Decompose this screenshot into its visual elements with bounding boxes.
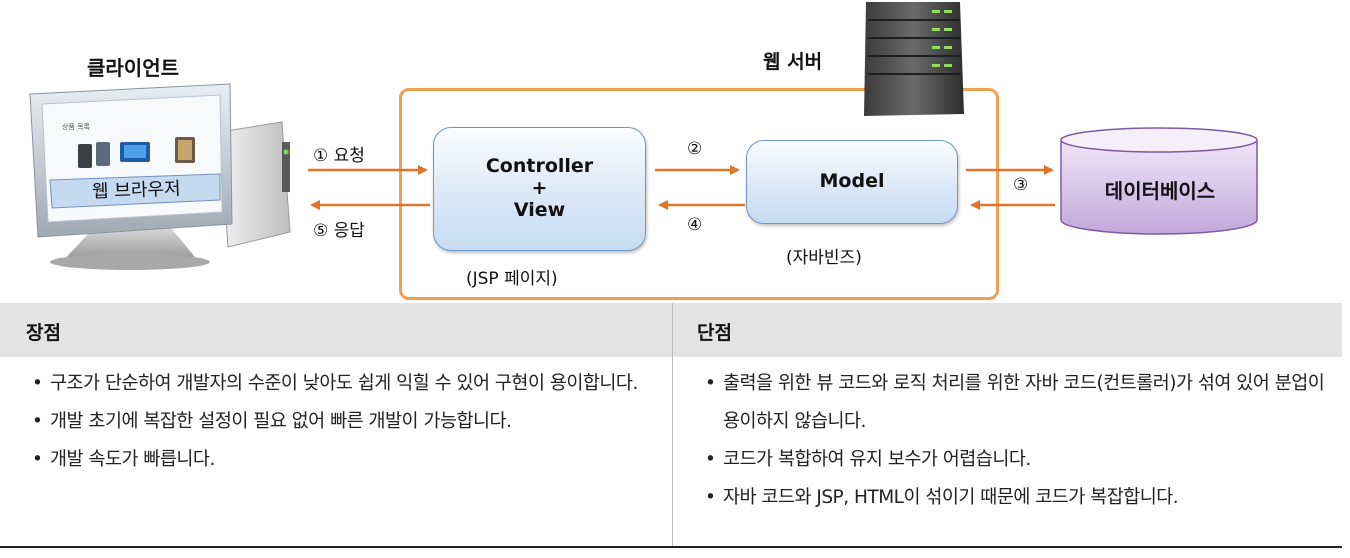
step-4-label: ④	[687, 215, 703, 235]
view-text: View	[513, 198, 566, 221]
list-item: 출력을 위한 뷰 코드와 로직 처리를 위한 자바 코드(컨트롤러)가 섞여 있…	[703, 365, 1328, 441]
web-server-frame	[399, 88, 999, 300]
list-item: 구조가 단순하여 개발자의 수준이 낮아도 쉽게 익힐 수 있어 구현이 용이합…	[30, 365, 660, 403]
comparison-header-row	[0, 303, 1342, 357]
javabeans-label: (자바빈즈)	[786, 248, 862, 268]
list-item: 개발 초기에 복잡한 설정이 필요 없어 빠른 개발이 가능합니다.	[30, 403, 660, 441]
controller-view-box: Controller + View	[433, 127, 646, 251]
list-item: 개발 속도가 빠릅니다.	[30, 441, 660, 479]
pros-header: 장점	[26, 322, 61, 344]
database-icon	[1060, 127, 1258, 235]
plus-text: +	[531, 177, 548, 200]
controller-text: Controller	[485, 155, 594, 178]
client-label: 클라이언트	[87, 56, 179, 80]
server-label: 웹 서버	[763, 51, 823, 73]
cons-header: 단점	[697, 322, 732, 344]
database-label: 데이터베이스	[1104, 179, 1216, 203]
response-label: ⑤ 응답	[313, 221, 365, 241]
column-divider	[672, 303, 673, 547]
model-text: Model	[819, 170, 885, 193]
table-bottom-border	[0, 546, 1342, 548]
step-2-label: ②	[687, 139, 703, 159]
jsp-page-label: (JSP 페이지)	[466, 269, 558, 289]
pros-list: 구조가 단순하여 개발자의 수준이 낮아도 쉽게 익힐 수 있어 구현이 용이합…	[30, 365, 660, 479]
browser-screen-title: 상품 목록	[62, 123, 90, 131]
model-box: Model	[746, 140, 958, 224]
client-computer-icon	[29, 83, 291, 270]
cons-list: 출력을 위한 뷰 코드와 로직 처리를 위한 자바 코드(컨트롤러)가 섞여 있…	[703, 365, 1328, 517]
server-rack-icon	[864, 2, 964, 116]
step-3-label: ③	[1013, 175, 1029, 195]
flow-arrows	[308, 165, 1055, 210]
list-item: 코드가 복합하여 유지 보수가 어렵습니다.	[703, 441, 1328, 479]
request-label: ① 요청	[313, 146, 365, 166]
list-item: 자바 코드와 JSP, HTML이 섞이기 때문에 코드가 복잡합니다.	[703, 479, 1328, 517]
